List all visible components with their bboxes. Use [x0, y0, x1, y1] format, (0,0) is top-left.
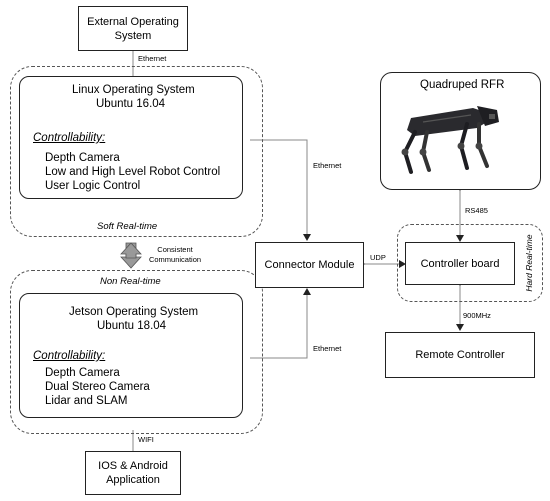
non-realtime-zone	[10, 270, 263, 434]
linux-item-depth: Depth Camera	[45, 152, 120, 164]
quadruped-robot-image	[401, 106, 499, 174]
ethernet-linux-label: Ethernet	[313, 161, 342, 170]
external-os-box: External Operating System	[78, 6, 188, 51]
consistent-comm-label: Consistent Communication	[145, 245, 205, 265]
soft-realtime-label: Soft Real-time	[97, 221, 158, 232]
remote-controller-box: Remote Controller	[385, 332, 535, 378]
900mhz-label: 900MHz	[463, 311, 491, 320]
consistent-line2: Communication	[148, 255, 202, 264]
jetson-os-box	[19, 293, 243, 418]
external-os-line2: System	[114, 29, 152, 42]
link-jetson-connector	[250, 288, 311, 359]
jetson-item-stereo: Dual Stereo Camera	[45, 381, 150, 393]
linux-title1: Linux Operating System	[72, 84, 195, 96]
jetson-controllability: Controllability:	[33, 350, 106, 362]
ethernet-top-label: Ethernet	[138, 54, 167, 63]
linux-title2: Ubuntu 16.04	[96, 98, 166, 110]
link-linux-connector	[250, 139, 311, 241]
connector-module-box: Connector Module	[255, 242, 364, 288]
wifi-label: WIFI	[138, 435, 154, 444]
udp-label: UDP	[370, 253, 386, 262]
ios-line1: IOS & Android	[98, 460, 168, 472]
linux-os-box	[19, 76, 243, 199]
non-realtime-label: Non Real-time	[100, 276, 161, 287]
linux-controllability: Controllability:	[33, 132, 106, 144]
rs485-label: RS485	[465, 206, 488, 215]
hard-realtime-zone	[397, 224, 543, 302]
consistent-line1: Consistent	[157, 245, 193, 254]
external-os-line1: External Operating	[87, 15, 179, 28]
jetson-item-depth: Depth Camera	[45, 367, 120, 379]
ios-line2: Application	[106, 474, 160, 486]
controller-board-label: Controller board	[420, 257, 500, 270]
jetson-item-lidar: Lidar and SLAM	[45, 395, 128, 407]
ethernet-jetson-label: Ethernet	[313, 344, 342, 353]
jetson-title2: Ubuntu 18.04	[97, 320, 167, 332]
controller-board-box: Controller board	[405, 242, 515, 285]
ios-android-box: IOS & Android Application	[85, 451, 181, 495]
hard-realtime-label: Hard Real-time	[524, 234, 534, 292]
remote-controller-label: Remote Controller	[415, 349, 505, 361]
quadruped-box	[380, 72, 541, 190]
linux-item-control: Low and High Level Robot Control	[45, 166, 221, 178]
soft-realtime-zone	[10, 66, 263, 237]
connector-module-label: Connector Module	[264, 259, 355, 271]
linux-item-logic: User Logic Control	[45, 180, 141, 192]
quadruped-title: Quadruped RFR	[420, 79, 505, 91]
jetson-title1: Jetson Operating System	[69, 306, 199, 318]
